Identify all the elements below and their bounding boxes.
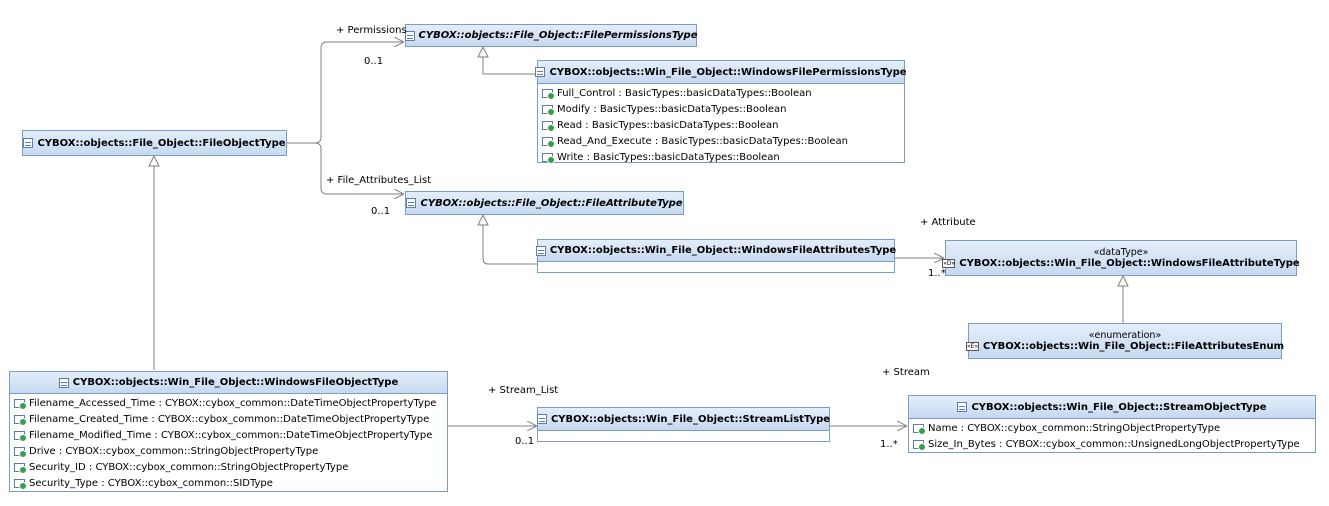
attribute-text: Name : CYBOX::cybox_common::StringObject… [928,422,1221,434]
class-icon [535,245,546,256]
attribute-row[interactable]: Security_Type : CYBOX::cybox_common::SID… [10,475,447,491]
association-permissions [287,42,404,144]
class-name: CYBOX::objects::File_Object::FileObjectT… [37,137,286,149]
class-name: CYBOX::objects::Win_File_Object::Windows… [959,258,1300,269]
datatype-icon: «D» [942,259,956,268]
attribute-list: Full_Control : BasicTypes::basicDataType… [538,84,904,167]
class-header: CYBOX::objects::File_Object::FilePermiss… [404,25,698,46]
attribute-text: Read : BasicTypes::basicDataTypes::Boole… [557,119,779,131]
attribute-icon [542,104,555,116]
attribute-row[interactable]: Full_Control : BasicTypes::basicDataType… [538,85,904,101]
attribute-row[interactable]: Name : CYBOX::cybox_common::StringObject… [909,420,1315,436]
attribute-text: Size_In_Bytes : CYBOX::cybox_common::Uns… [928,438,1300,450]
class-file-attributes-enum[interactable]: «enumeration» «E» CYBOX::objects::Win_Fi… [966,323,1284,359]
class-icon [535,67,546,77]
attribute-row[interactable]: Read_And_Execute : BasicTypes::basicData… [538,133,904,149]
class-name: CYBOX::objects::Win_File_Object::StreamL… [550,413,831,425]
attribute-row[interactable]: Filename_Accessed_Time : CYBOX::cybox_co… [10,395,447,411]
attribute-text: Drive : CYBOX::cybox_common::StringObjec… [29,445,319,457]
class-name: CYBOX::objects::Win_File_Object::Windows… [549,66,907,78]
class-windows-file-permissions-type[interactable]: CYBOX::objects::Win_File_Object::Windows… [535,60,907,164]
class-stream-list-type[interactable]: CYBOX::objects::Win_File_Object::StreamL… [536,407,831,442]
attribute-text: Filename_Modified_Time : CYBOX::cybox_co… [29,429,433,441]
generalization-win-file-attributes [483,215,537,265]
class-name: CYBOX::objects::File_Object::FileAttribu… [420,197,683,209]
attribute-row[interactable]: Filename_Created_Time : CYBOX::cybox_com… [10,411,447,427]
attribute-row[interactable]: Modify : BasicTypes::basicDataTypes::Boo… [538,101,904,117]
class-windows-file-object-type[interactable]: CYBOX::objects::Win_File_Object::Windows… [9,371,448,492]
attribute-text: Modify : BasicTypes::basicDataTypes::Boo… [557,103,787,115]
role-label-permissions: + Permissions [336,25,407,36]
class-header: CYBOX::objects::Win_File_Object::StreamO… [909,396,1315,419]
attribute-row[interactable]: Write : BasicTypes::basicDataTypes::Bool… [538,149,904,165]
role-label-stream-list: + Stream_List [488,385,559,396]
class-header: CYBOX::objects::Win_File_Object::Windows… [535,240,897,262]
class-icon [406,198,417,208]
attribute-text: Write : BasicTypes::basicDataTypes::Bool… [557,151,780,163]
attribute-row[interactable]: Filename_Modified_Time : CYBOX::cybox_co… [10,427,447,443]
attribute-text: Filename_Created_Time : CYBOX::cybox_com… [29,413,430,425]
class-file-permissions-type[interactable]: CYBOX::objects::File_Object::FilePermiss… [404,24,698,47]
attribute-icon [14,398,27,410]
attribute-row[interactable]: Drive : CYBOX::cybox_common::StringObjec… [10,443,447,459]
class-icon [23,138,34,148]
attribute-text: Security_Type : CYBOX::cybox_common::SID… [29,477,273,489]
attribute-icon [542,88,555,100]
class-header: CYBOX::objects::Win_File_Object::Windows… [535,61,907,84]
attribute-text: Full_Control : BasicTypes::basicDataType… [557,87,812,99]
class-stream-object-type[interactable]: CYBOX::objects::Win_File_Object::StreamO… [908,395,1316,453]
class-windows-file-attributes-type[interactable]: CYBOX::objects::Win_File_Object::Windows… [535,239,897,273]
multiplicity-stream: 1..* [880,439,898,450]
class-icon [58,377,69,388]
attribute-text: Read_And_Execute : BasicTypes::basicData… [557,135,849,147]
class-file-attribute-type[interactable]: CYBOX::objects::File_Object::FileAttribu… [405,191,684,215]
class-header: CYBOX::objects::Win_File_Object::StreamL… [536,408,831,431]
attribute-text: Filename_Accessed_Time : CYBOX::cybox_co… [29,397,437,409]
attribute-icon [14,462,27,474]
attribute-icon [14,414,27,426]
multiplicity-file-attributes-list: 0..1 [371,206,391,217]
class-icon [404,30,415,41]
attribute-icon [542,120,555,132]
attribute-row[interactable]: Read : BasicTypes::basicDataTypes::Boole… [538,117,904,133]
stereotype-label: «dataType» [1093,247,1149,258]
class-file-object-type[interactable]: CYBOX::objects::File_Object::FileObjectT… [22,130,287,156]
role-label-attribute: + Attribute [920,217,976,228]
class-name: CYBOX::objects::File_Object::FilePermiss… [418,30,698,41]
stereotype-label: «enumeration» [1088,330,1162,341]
association-file-attributes-list [314,142,404,194]
role-label-stream: + Stream [882,367,930,378]
class-header: «enumeration» «E» CYBOX::objects::Win_Fi… [966,324,1284,358]
multiplicity-attribute: 1..* [928,268,946,279]
class-name: CYBOX::objects::Win_File_Object::Windows… [549,245,897,256]
class-windows-file-attribute-type[interactable]: «dataType» «D» CYBOX::objects::Win_File_… [942,240,1300,276]
attribute-icon [14,430,27,442]
attribute-list: Filename_Accessed_Time : CYBOX::cybox_co… [10,394,447,493]
attribute-icon [14,478,27,490]
attribute-list: Name : CYBOX::cybox_common::StringObject… [909,419,1315,454]
class-name: CYBOX::objects::Win_File_Object::Windows… [72,377,399,388]
role-label-file-attributes-list: + File_Attributes_List [326,175,432,186]
class-icon [957,402,968,412]
class-header: CYBOX::objects::File_Object::FileAttribu… [406,192,683,214]
class-name: CYBOX::objects::Win_File_Object::StreamO… [971,401,1267,413]
class-header: CYBOX::objects::File_Object::FileObjectT… [23,131,286,155]
attribute-icon [913,439,926,451]
attribute-icon [542,152,555,164]
attribute-row[interactable]: Size_In_Bytes : CYBOX::cybox_common::Uns… [909,436,1315,452]
attribute-row[interactable]: Security_ID : CYBOX::cybox_common::Strin… [10,459,447,475]
attribute-icon [913,423,926,435]
class-icon [536,414,547,424]
multiplicity-permissions: 0..1 [364,56,384,67]
class-header: «dataType» «D» CYBOX::objects::Win_File_… [942,241,1300,275]
class-header: CYBOX::objects::Win_File_Object::Windows… [10,372,447,394]
enumeration-icon: «E» [966,342,980,351]
class-name: CYBOX::objects::Win_File_Object::FileAtt… [983,341,1284,352]
generalization-win-file-permissions [483,47,537,75]
multiplicity-stream-list: 0..1 [515,436,535,447]
attribute-icon [542,136,555,148]
attribute-text: Security_ID : CYBOX::cybox_common::Strin… [29,461,349,473]
attribute-icon [14,446,27,458]
